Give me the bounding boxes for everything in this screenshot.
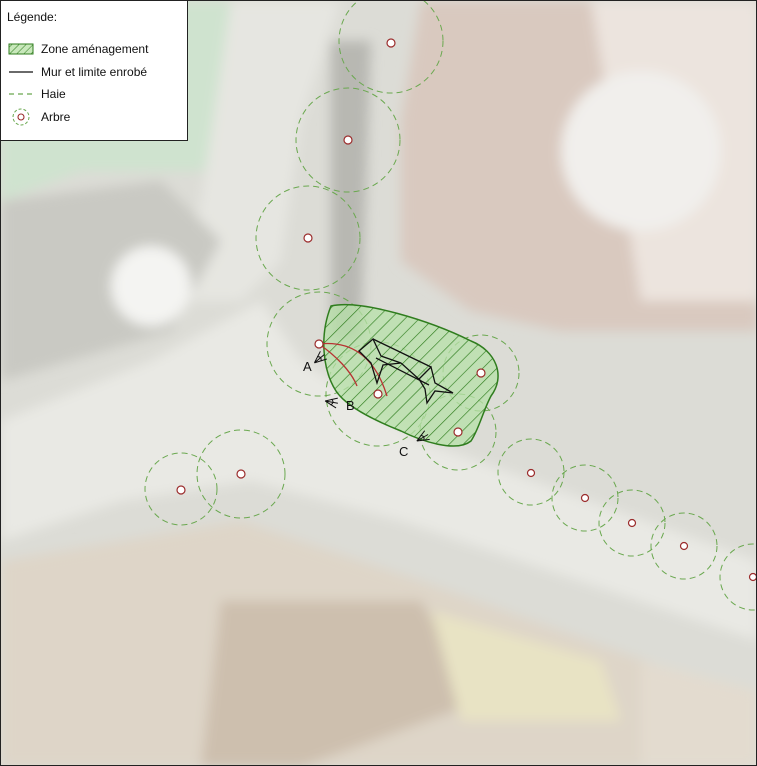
legend-label-wall: Mur et limite enrobé <box>41 65 148 79</box>
hedge-buffers <box>144 1 756 611</box>
legend-item-hedge: Haie <box>7 85 66 103</box>
legend-title: Légende: <box>7 10 58 24</box>
eye-icon <box>313 351 327 364</box>
tree-markers <box>176 38 756 582</box>
legend-item-wall: Mur et limite enrobé <box>7 63 147 81</box>
red-arcs <box>318 342 388 397</box>
eye-icon <box>324 397 338 409</box>
solid-line-icon <box>9 71 33 73</box>
viewpoint-label-a: A <box>303 359 312 374</box>
wall-structure <box>358 337 454 405</box>
eye-icon <box>416 430 430 442</box>
viewpoint-eye-icons <box>313 351 430 442</box>
viewpoint-label-c: C <box>399 444 408 459</box>
legend-label-tree: Arbre <box>41 110 71 124</box>
zone-hatch-icon <box>8 43 34 55</box>
legend-label-hedge: Haie <box>41 87 66 101</box>
legend-item-tree: Arbre <box>7 108 70 126</box>
legend: Légende: Zone aménagement Mur et limite … <box>1 1 188 141</box>
tree-icon <box>12 108 30 126</box>
dashed-line-icon <box>9 93 33 95</box>
viewpoint-label-b: B <box>346 398 355 413</box>
legend-label-zone: Zone aménagement <box>41 42 149 56</box>
legend-item-zone: Zone aménagement <box>7 40 148 58</box>
